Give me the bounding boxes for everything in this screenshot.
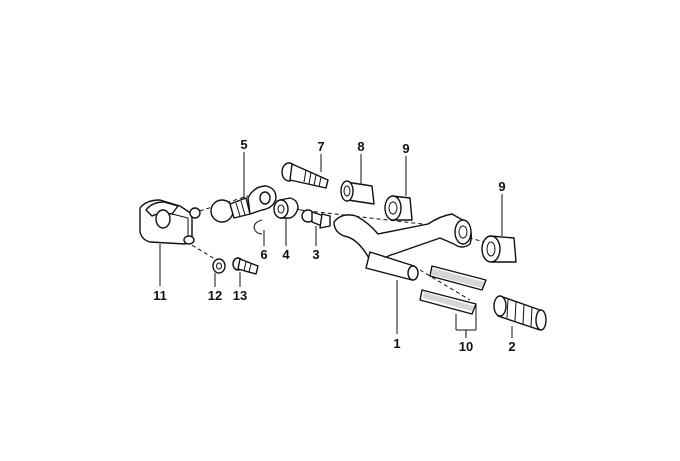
part-10-shells: [419, 265, 487, 315]
callout-1: 1: [393, 336, 400, 351]
part-9-bushing-right: [481, 235, 517, 263]
callout-labels: 5 7 8 9 9 6 4 3 11 12 13 1 10 2: [153, 137, 515, 354]
part-4-bushing: [273, 197, 299, 219]
callout-7: 7: [317, 139, 324, 154]
part-6-circlip: [253, 219, 263, 235]
callout-3: 3: [312, 247, 319, 262]
part-8-sleeve: [340, 180, 375, 205]
callout-8: 8: [357, 139, 364, 154]
callout-12: 12: [208, 288, 222, 303]
part-7-bolt: [281, 162, 329, 189]
part-3-ball-stud: [301, 209, 331, 229]
callout-6: 6: [260, 247, 267, 262]
callout-2: 2: [508, 339, 515, 354]
callout-4: 4: [282, 247, 290, 262]
leader-lines: [159, 152, 513, 338]
part-12-washer: [212, 258, 226, 274]
part-5-ball-joint: [210, 185, 277, 223]
callout-9-right: 9: [498, 179, 505, 194]
callout-11: 11: [153, 288, 167, 303]
callout-13: 13: [233, 288, 247, 303]
part-1-lever: [333, 213, 473, 281]
part-13-screw: [232, 257, 259, 275]
callout-5: 5: [240, 137, 247, 152]
callout-9-left: 9: [402, 141, 409, 156]
part-11-clamp: [139, 199, 201, 245]
part-2-pedal-rubber: [493, 295, 547, 331]
part-9-bushing-left: [384, 195, 413, 221]
callout-10: 10: [459, 339, 473, 354]
